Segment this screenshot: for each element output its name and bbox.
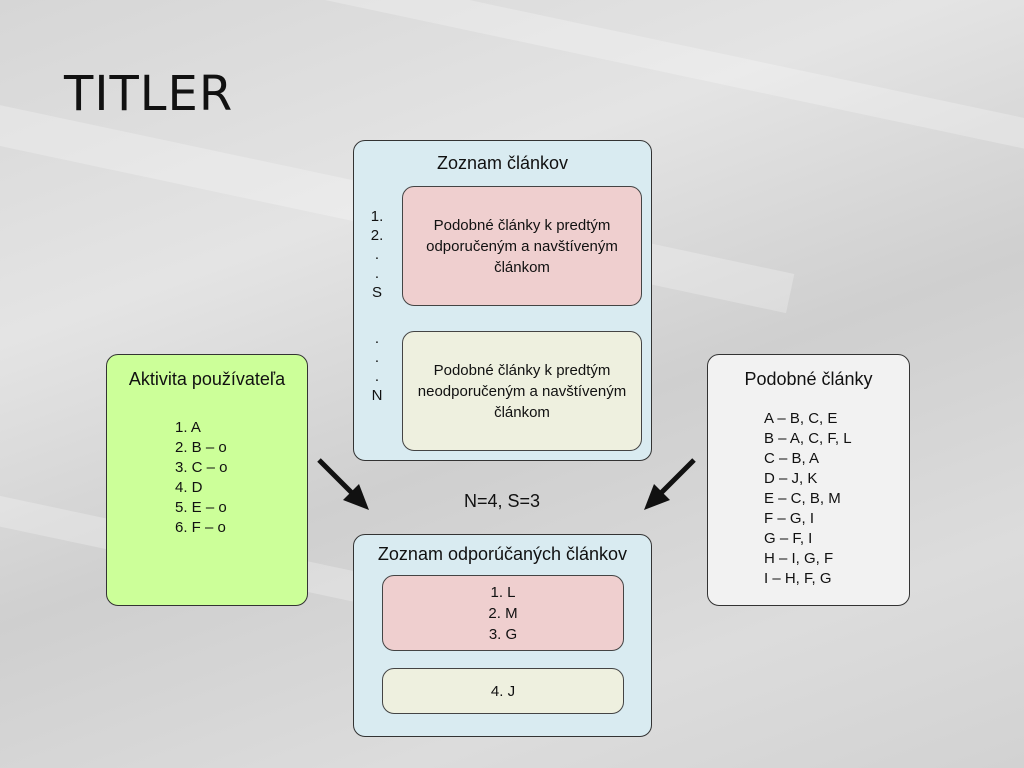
slide-title: TITLER (64, 66, 234, 122)
recommended-similar-box: Podobné články k predtým odporučeným a n… (402, 186, 642, 306)
similar-articles-list: A – B, C, E B – A, C, F, L C – B, A D – … (764, 409, 852, 589)
list-item: E – C, B, M (764, 490, 841, 507)
recommended-top-box: 1. L 2. M 3. G (382, 575, 624, 651)
params-label: N=4, S=3 (464, 491, 541, 511)
list-item: 1. A (175, 419, 201, 436)
list-item: D – J, K (764, 470, 818, 487)
recommended-bottom-box: 4. J (382, 668, 624, 714)
unrecommended-similar-box: Podobné články k predtým neodporučeným a… (402, 331, 642, 451)
list-item: 3. G (488, 625, 518, 643)
list-item: C – B, A (764, 450, 820, 467)
list-item: 2. M (488, 604, 518, 622)
arrow-right-down-icon (317, 458, 369, 510)
recommended-list-header: Zoznam odporúčaných článkov (377, 544, 628, 564)
article-index-bottom: . . . N (371, 330, 383, 404)
user-activity-header: Aktivita používateľa (128, 369, 286, 389)
list-item: B – A, C, F, L (764, 430, 852, 447)
list-item: 3. C – o (175, 459, 228, 476)
article-index-top: 1. 2. . . S (370, 208, 384, 301)
list-item: I – H, F, G (764, 570, 832, 587)
article-list-header: Zoznam článkov (436, 153, 569, 173)
list-item: G – F, I (764, 530, 813, 547)
list-item: A – B, C, E (764, 410, 838, 427)
similar-articles-box: Podobné články A – B, C, E B – A, C, F, … (707, 354, 910, 606)
list-item: 4. D (175, 479, 203, 496)
list-item: 2. B – o (175, 439, 227, 456)
list-item: F – G, I (764, 510, 815, 527)
list-item: 6. F – o (175, 519, 226, 536)
list-item: 5. E – o (175, 499, 227, 516)
user-activity-box: Aktivita používateľa 1. A 2. B – o 3. C … (106, 354, 308, 606)
similar-articles-header: Podobné články (744, 369, 873, 389)
list-item: 4. J (490, 682, 516, 700)
arrow-left-down-icon (644, 458, 696, 510)
user-activity-list: 1. A 2. B – o 3. C – o 4. D 5. E – o 6. … (175, 418, 228, 538)
recommended-list-box: Zoznam odporúčaných článkov 1. L 2. M 3.… (353, 534, 652, 737)
list-item: H – I, G, F (764, 550, 834, 567)
list-item: 1. L (490, 583, 516, 601)
article-list-box: Zoznam článkov 1. 2. . . S . . . N Podob… (353, 140, 652, 461)
